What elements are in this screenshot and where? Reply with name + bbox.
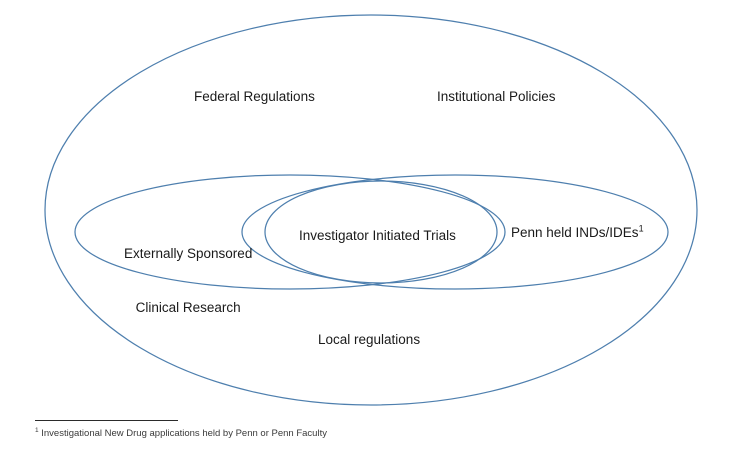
label-federal-regulations: Federal Regulations: [194, 89, 315, 104]
label-local-regulations: Local regulations: [318, 332, 421, 347]
left-inner-ellipse: [74, 174, 506, 290]
footnote-marker: 1: [35, 426, 39, 434]
label-externally-sponsored-line2: Clinical Research: [135, 300, 241, 315]
label-penn-held-inds-ides: Penn held INDs/IDEs1: [511, 223, 644, 242]
label-externally-sponsored-line1: Externally Sponsored: [124, 246, 253, 261]
outer-ellipse: [44, 14, 698, 406]
label-penn-held-footnote-marker: 1: [638, 223, 644, 234]
footnote-body: Investigational New Drug applications he…: [38, 428, 327, 439]
label-penn-held-text: Penn held INDs/IDEs: [511, 225, 639, 240]
center-intersection-ellipse: [264, 180, 498, 284]
label-investigator-initiated-trials: Investigator Initiated Trials: [299, 228, 456, 243]
label-externally-sponsored-clinical-research: Externally Sponsored Clinical Research: [124, 209, 252, 353]
label-institutional-policies: Institutional Policies: [437, 89, 556, 104]
footnote-separator-rule: [35, 420, 178, 421]
right-inner-ellipse: [241, 174, 669, 290]
footnote-text: 1 Investigational New Drug applications …: [35, 426, 635, 440]
footnote-block: 1 Investigational New Drug applications …: [35, 420, 635, 440]
